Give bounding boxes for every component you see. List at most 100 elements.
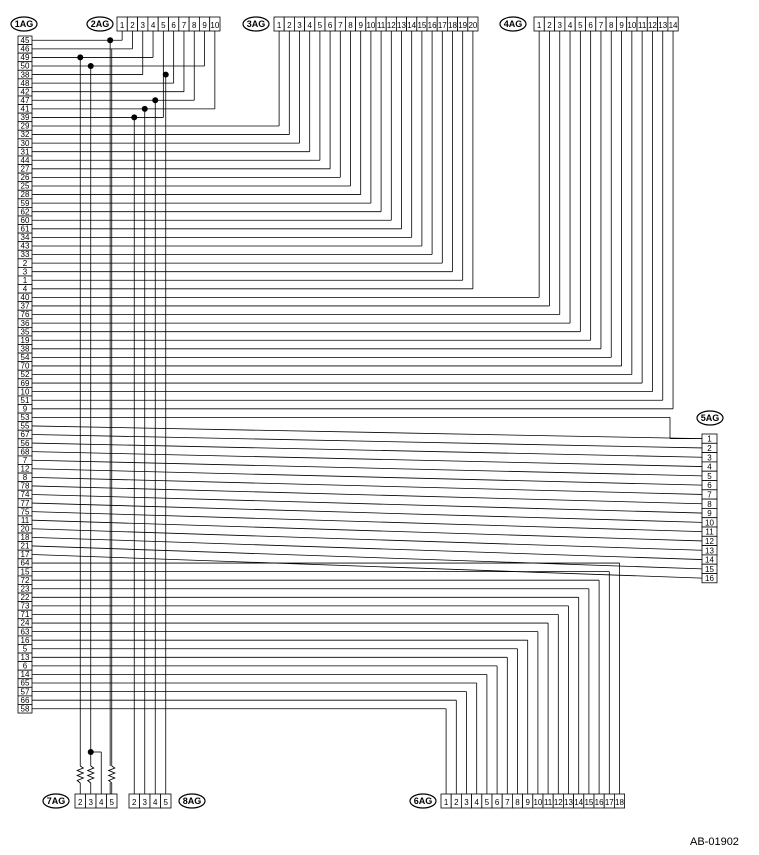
resistor-symbol bbox=[76, 765, 85, 784]
pin-label: 75 bbox=[21, 507, 30, 516]
pin-label: 9 bbox=[619, 21, 624, 30]
pin-label: 51 bbox=[21, 396, 30, 405]
pin-label: 4 bbox=[568, 21, 573, 30]
pin-label: 9 bbox=[358, 21, 363, 30]
pin-label: 11 bbox=[21, 516, 30, 525]
pin-label: 5 bbox=[578, 21, 583, 30]
pin-label: 59 bbox=[21, 199, 30, 208]
pin-label: 18 bbox=[21, 533, 30, 542]
pin-label: 38 bbox=[21, 70, 30, 79]
pin-label: 4 bbox=[153, 798, 158, 807]
pin-label: 10 bbox=[533, 798, 542, 807]
pin-label: 3 bbox=[141, 21, 146, 30]
pin-label: 69 bbox=[21, 379, 30, 388]
pin-label: 39 bbox=[21, 113, 30, 122]
pin-label: 5 bbox=[110, 798, 115, 807]
pin-label: 1 bbox=[120, 21, 125, 30]
pin-label: 76 bbox=[21, 310, 30, 319]
connector-tag-c1AG bbox=[10, 16, 38, 32]
pin-label: 5 bbox=[707, 472, 712, 481]
pin-label: 14 bbox=[21, 670, 30, 679]
pin-label: 57 bbox=[21, 687, 30, 696]
pin-label: 5 bbox=[318, 21, 323, 30]
pin-label: 3 bbox=[464, 798, 469, 807]
pin-label: 65 bbox=[21, 679, 30, 688]
pin-label: 7 bbox=[505, 798, 510, 807]
junction-dot bbox=[162, 71, 169, 78]
pin-label: 37 bbox=[21, 302, 30, 311]
pin-label: 12 bbox=[21, 464, 30, 473]
pin-label: 45 bbox=[21, 36, 30, 45]
pin-label: 10 bbox=[210, 21, 219, 30]
pin-label: 16 bbox=[705, 574, 714, 583]
pin-label: 14 bbox=[669, 21, 678, 30]
pin-label: 5 bbox=[485, 798, 490, 807]
pin-label: 9 bbox=[525, 798, 530, 807]
pin-label: 3 bbox=[558, 21, 563, 30]
pin-label: 33 bbox=[21, 250, 30, 259]
pin-label: 15 bbox=[705, 565, 714, 574]
pin-label: 15 bbox=[21, 567, 30, 576]
pin-label: 32 bbox=[21, 130, 30, 139]
pin-label: 77 bbox=[21, 499, 30, 508]
pin-label: 15 bbox=[417, 21, 426, 30]
pin-label: 55 bbox=[21, 422, 30, 431]
pin-label: 74 bbox=[21, 490, 30, 499]
pin-label: 20 bbox=[21, 524, 30, 533]
junction-dot bbox=[131, 114, 138, 121]
pin-label: 14 bbox=[574, 798, 583, 807]
pin-label: 4 bbox=[23, 285, 28, 294]
pin-label: 72 bbox=[21, 576, 30, 585]
pin-label: 6 bbox=[23, 662, 28, 671]
pin-label: 11 bbox=[638, 21, 647, 30]
wire bbox=[31, 536, 703, 560]
pin-label: 4 bbox=[307, 21, 312, 30]
pin-label: 10 bbox=[21, 387, 30, 396]
pin-label: 2 bbox=[287, 21, 292, 30]
wire bbox=[31, 459, 703, 477]
pin-label: 9 bbox=[707, 509, 712, 518]
pin-label: 7 bbox=[338, 21, 343, 30]
pin-label: 2 bbox=[78, 798, 83, 807]
pin-label: 43 bbox=[21, 242, 30, 251]
pin-label: 13 bbox=[658, 21, 667, 30]
connector-tag-c7AG bbox=[42, 793, 70, 809]
connector-tag-c4AG bbox=[499, 16, 527, 32]
pin-label: 1 bbox=[23, 276, 28, 285]
pin-label: 13 bbox=[21, 653, 30, 662]
wire bbox=[31, 442, 703, 458]
junction-dot bbox=[107, 37, 114, 44]
pin-label: 52 bbox=[21, 370, 30, 379]
junction-dot bbox=[141, 105, 148, 112]
connector-label-c3AG: 3AG bbox=[247, 19, 266, 29]
pin-label: 34 bbox=[21, 233, 30, 242]
connector-tag-c8AG bbox=[178, 793, 206, 809]
pin-label: 40 bbox=[21, 293, 30, 302]
pin-label: 47 bbox=[21, 96, 30, 105]
pin-label: 60 bbox=[21, 216, 30, 225]
wire bbox=[31, 425, 703, 440]
pin-label: 2 bbox=[707, 444, 712, 453]
pin-label: 2 bbox=[130, 21, 135, 30]
pin-label: 3 bbox=[23, 267, 28, 276]
pin-label: 12 bbox=[387, 21, 396, 30]
pin-label: 1 bbox=[537, 21, 542, 30]
wire bbox=[31, 485, 703, 505]
wire bbox=[31, 476, 703, 495]
pin-label: 36 bbox=[21, 319, 30, 328]
junction-dot bbox=[152, 97, 159, 104]
wire bbox=[31, 468, 703, 486]
pin-label: 35 bbox=[21, 327, 30, 336]
pin-label: 11 bbox=[377, 21, 386, 30]
pin-label: 13 bbox=[705, 546, 714, 555]
pin-label: 14 bbox=[407, 21, 416, 30]
pin-label: 62 bbox=[21, 207, 30, 216]
wire bbox=[31, 528, 703, 551]
pin-label: 48 bbox=[21, 79, 30, 88]
wire bbox=[31, 554, 703, 579]
connector-label-c2AG: 2AG bbox=[91, 19, 110, 29]
pin-label: 21 bbox=[21, 542, 30, 551]
pin-label: 8 bbox=[23, 473, 28, 482]
pin-label: 73 bbox=[21, 602, 30, 611]
pin-label: 5 bbox=[161, 21, 166, 30]
